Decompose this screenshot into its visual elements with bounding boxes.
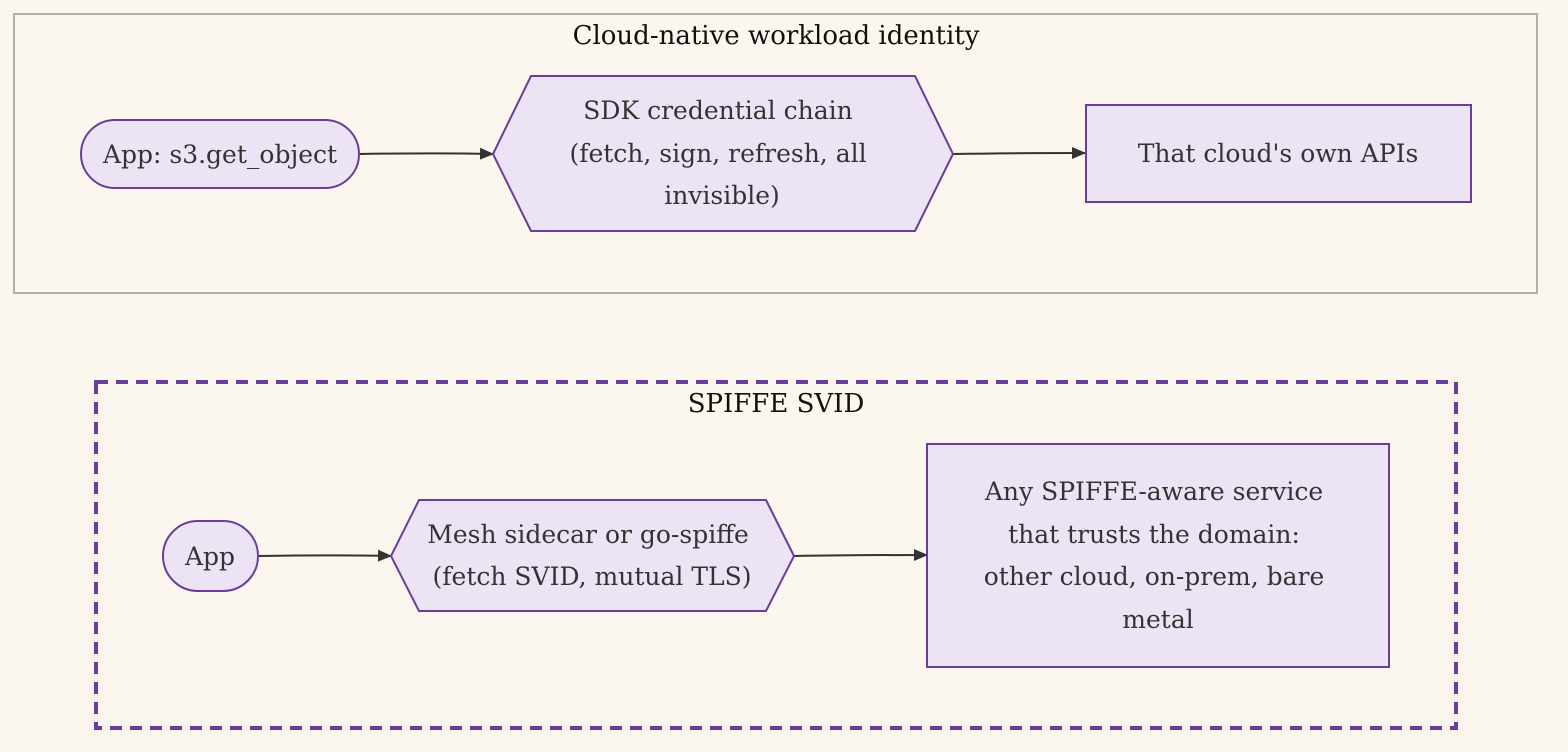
node-spiffe-aware-service-label: Any SPIFFE-aware service that trusts the… bbox=[984, 477, 1333, 634]
node-label-line: (fetch, sign, refresh, all bbox=[569, 139, 866, 168]
node-sdk-credential-chain-label: SDK credential chain (fetch, sign, refre… bbox=[569, 96, 874, 210]
node-label-line: invisible) bbox=[664, 181, 780, 210]
node-app-s3-get-object: App: s3.get_object bbox=[80, 119, 360, 189]
node-label-line: Mesh sidecar or go-spiffe bbox=[427, 520, 749, 549]
node-label-line: App: s3.get_object bbox=[102, 140, 337, 169]
node-mesh-sidecar: Mesh sidecar or go-spiffe (fetch SVID, m… bbox=[389, 499, 796, 612]
node-mesh-sidecar-shape bbox=[389, 499, 796, 612]
node-app-label: App bbox=[184, 542, 235, 571]
node-app-shape bbox=[162, 520, 259, 592]
node-label-line: Any SPIFFE-aware service bbox=[984, 477, 1323, 506]
node-label-line: metal bbox=[1122, 605, 1193, 634]
node-cloud-own-apis-shape bbox=[1085, 104, 1472, 203]
node-mesh-sidecar-label: Mesh sidecar or go-spiffe (fetch SVID, m… bbox=[427, 520, 757, 591]
node-spiffe-aware-service: Any SPIFFE-aware service that trusts the… bbox=[926, 443, 1390, 668]
spiffe-svid-group: SPIFFE SVID App Mesh sidecar or go-spiff… bbox=[94, 380, 1458, 730]
node-label-line: SDK credential chain bbox=[583, 96, 852, 125]
node-cloud-own-apis: That cloud's own APIs bbox=[1085, 104, 1472, 203]
node-app-s3-get-object-shape bbox=[80, 119, 360, 189]
node-sdk-credential-chain: SDK credential chain (fetch, sign, refre… bbox=[491, 75, 955, 232]
node-cloud-own-apis-label: That cloud's own APIs bbox=[1138, 139, 1419, 168]
edge-app-to-sdk bbox=[358, 147, 494, 160]
edge-sdk-to-cloud-apis bbox=[952, 147, 1086, 160]
edge-app-to-mesh-sidecar bbox=[257, 549, 392, 562]
node-label-line: other cloud, on-prem, bare bbox=[984, 562, 1325, 591]
node-label-line: That cloud's own APIs bbox=[1138, 139, 1419, 168]
node-label-line: that trusts the domain: bbox=[1008, 520, 1300, 549]
edge-mesh-sidecar-to-spiffe-service bbox=[793, 549, 928, 562]
spiffe-svid-group-title: SPIFFE SVID bbox=[688, 389, 865, 419]
node-label-line: App bbox=[184, 542, 235, 571]
node-app: App bbox=[162, 520, 259, 592]
node-sdk-credential-chain-shape bbox=[491, 75, 955, 232]
cloud-native-group-title: Cloud-native workload identity bbox=[573, 21, 980, 51]
cloud-native-group: Cloud-native workload identity App: s3.g… bbox=[13, 13, 1538, 294]
node-app-s3-get-object-label: App: s3.get_object bbox=[102, 140, 337, 169]
node-spiffe-aware-service-shape bbox=[926, 443, 1390, 668]
node-label-line: (fetch SVID, mutual TLS) bbox=[433, 562, 752, 591]
